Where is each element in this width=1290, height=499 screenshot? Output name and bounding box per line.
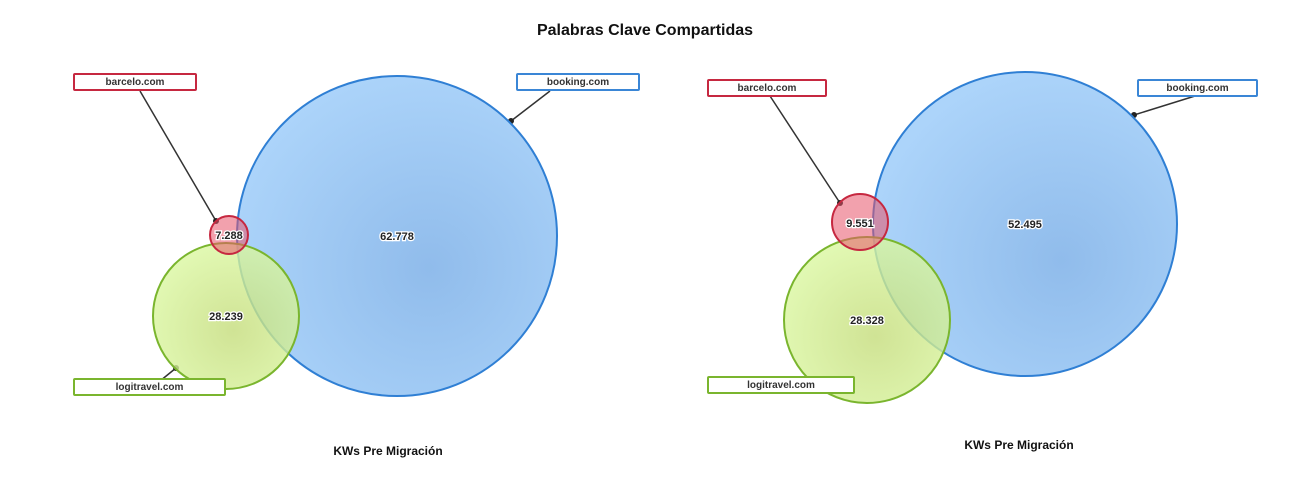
legend-tag-booking: booking.com (516, 73, 640, 91)
leader-line-booking (1133, 95, 1196, 116)
legend-tag-logitravel: logitravel.com (73, 378, 226, 396)
value-label-logitravel: 28.239 (209, 311, 243, 323)
value-label-barcelo: 9.551 (846, 218, 874, 230)
venn-diagram-right: 9.551 52.495 28.328 (769, 71, 1196, 404)
value-label-logitravel: 28.328 (850, 315, 884, 327)
legend-tag-barcelo: barcelo.com (707, 79, 827, 97)
legend-tag-logitravel: logitravel.com (707, 376, 855, 394)
leader-line-booking (510, 90, 551, 122)
value-label-booking: 62.778 (380, 231, 414, 243)
circle-barcelo (831, 193, 889, 251)
legend-tag-barcelo: barcelo.com (73, 73, 197, 91)
circle-barcelo (209, 215, 249, 255)
leader-line-barcelo (139, 90, 217, 222)
caption-left: KWs Pre Migración (333, 444, 443, 458)
legend-tag-booking: booking.com (1137, 79, 1258, 97)
leader-line-barcelo (769, 95, 841, 204)
caption-right: KWs Pre Migración (964, 438, 1074, 452)
page-title: Palabras Clave Compartidas (536, 22, 754, 39)
venn-panel-left: 7.288 62.778 28.239 barcelo.com booking.… (73, 73, 640, 458)
venn-panel-right: 9.551 52.495 28.328 barcelo.com booking.… (645, 0, 1290, 499)
value-label-barcelo: 7.288 (215, 230, 243, 242)
value-label-booking: 52.495 (1008, 219, 1042, 231)
venn-diagram-left: 7.288 62.778 28.239 (139, 75, 558, 397)
